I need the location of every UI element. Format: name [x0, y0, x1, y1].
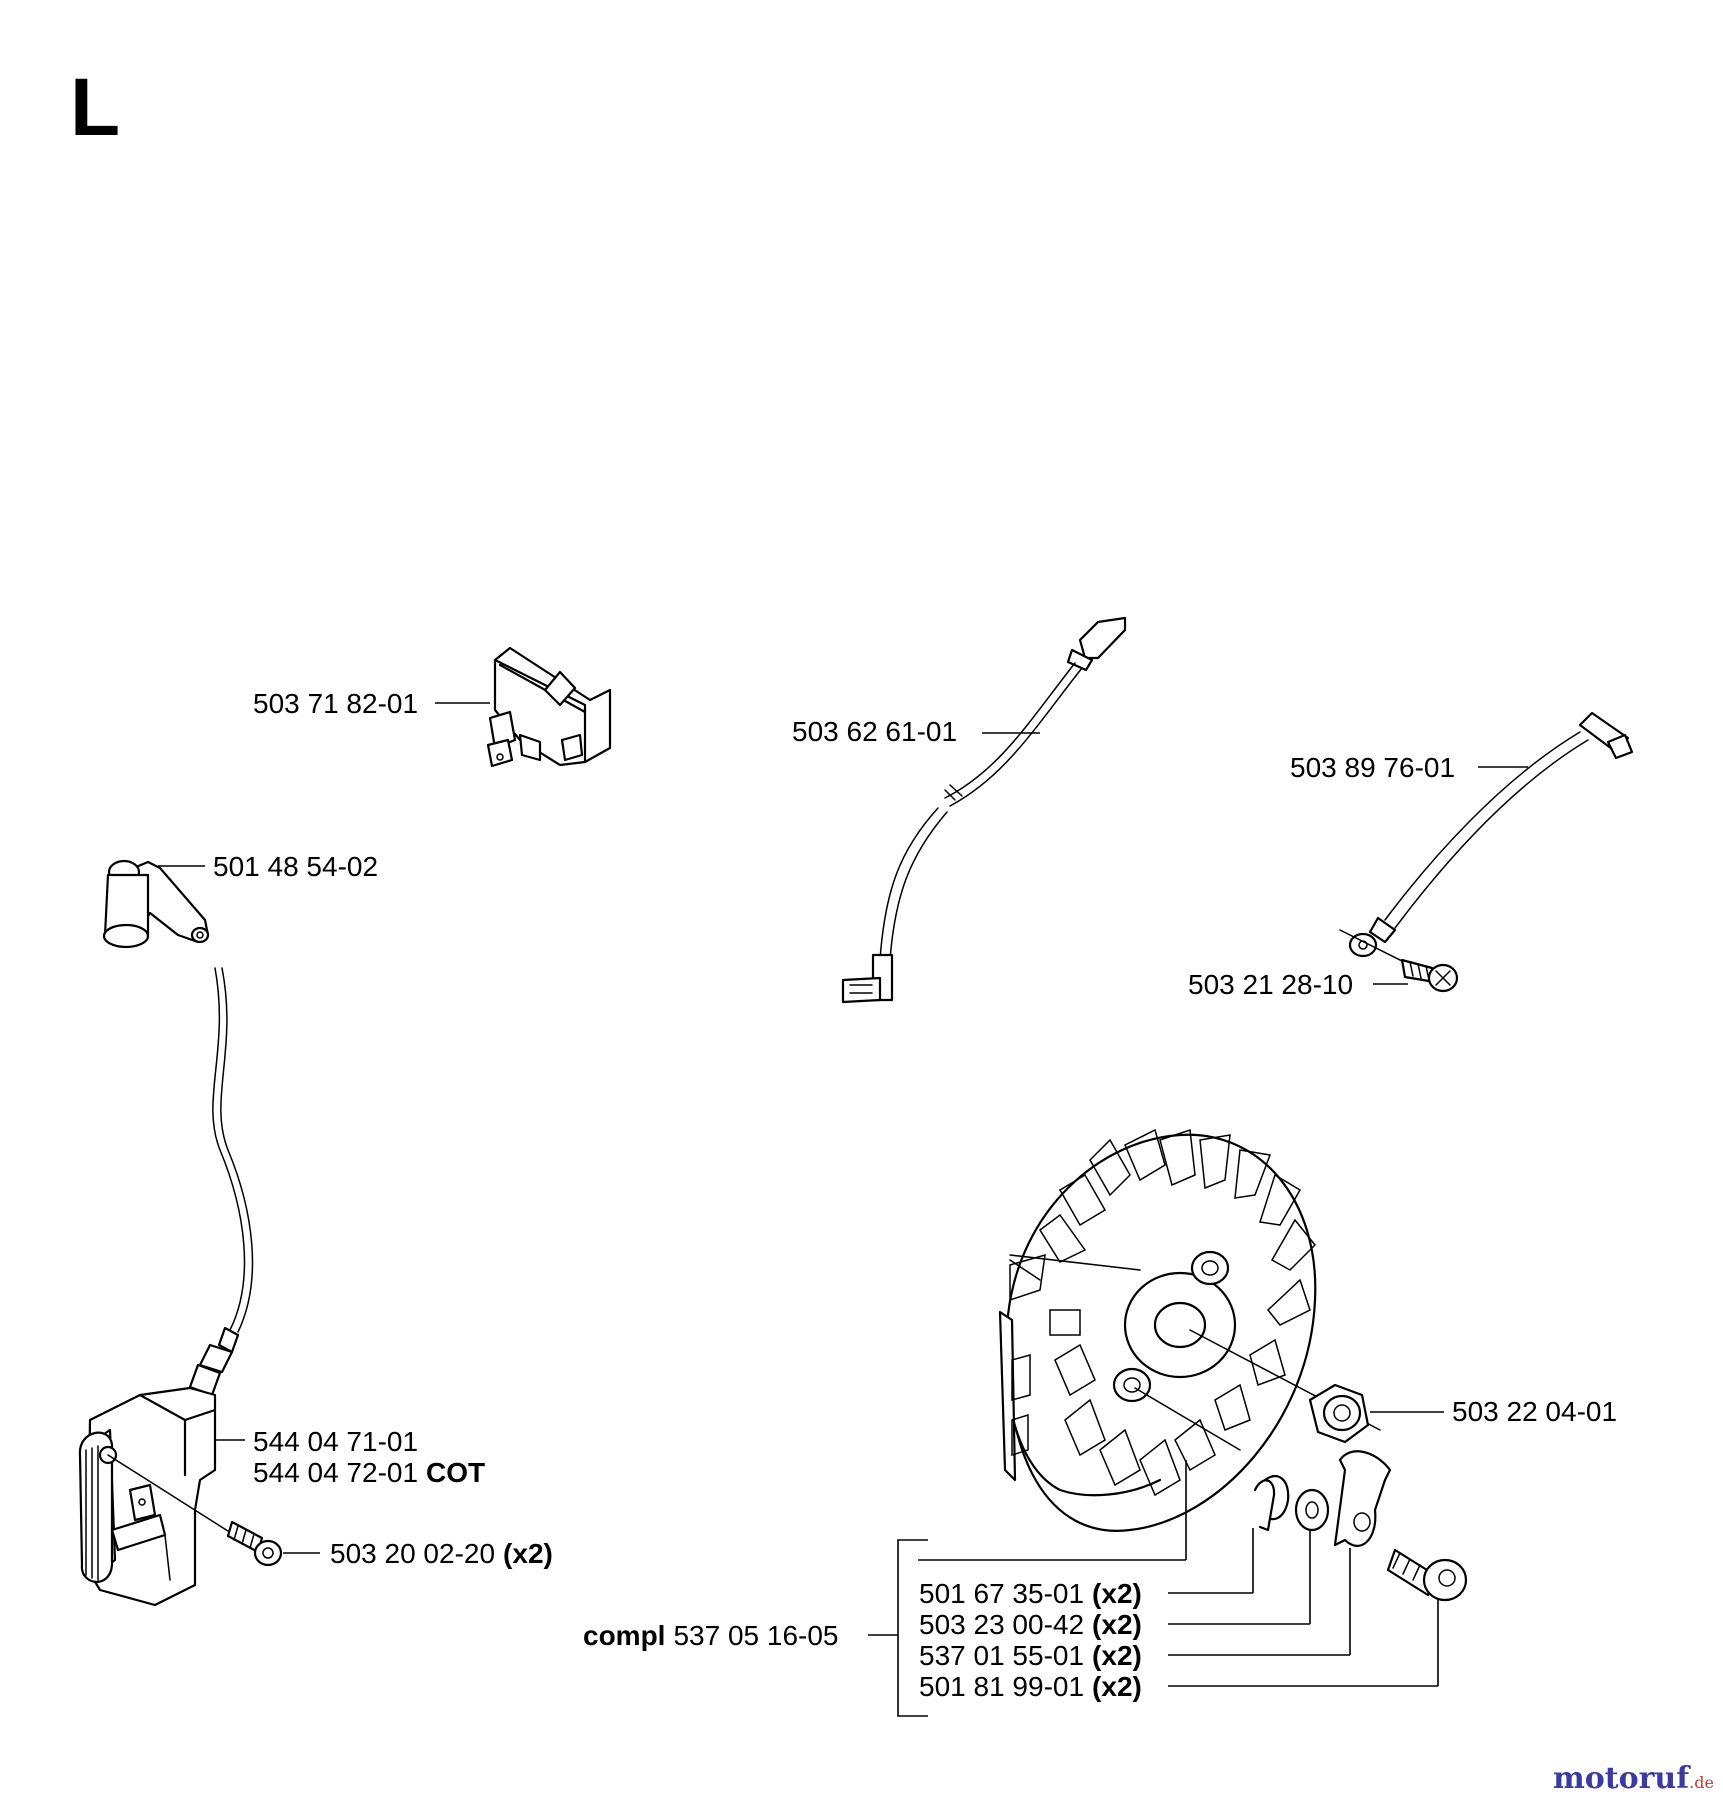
kit-item-2-number: 503 23 00-42 [919, 1609, 1084, 1640]
label-module-alt-suffix: COT [426, 1457, 485, 1488]
watermark: motoruf.de [1553, 1761, 1714, 1796]
kit-item-1-number: 501 67 35-01 [919, 1578, 1084, 1609]
label-wire-short: 503 62 61-01 [792, 716, 957, 747]
long-wire-drawing [1348, 711, 1634, 958]
kit-item-3-qty: (x2) [1092, 1640, 1142, 1671]
kit-item-1: 501 67 35-01 (x2) [919, 1578, 1142, 1609]
flywheel-drawing [998, 1128, 1381, 1532]
kit-item-3-number: 537 01 55-01 [919, 1640, 1084, 1671]
label-module-screw-number: 503 20 02-20 [330, 1538, 495, 1569]
kit-bracket [868, 1460, 1439, 1717]
label-kit: compl 537 05 16-05 [583, 1620, 839, 1651]
kit-item-2: 503 23 00-42 (x2) [919, 1609, 1142, 1640]
label-kit-prefix: compl [583, 1620, 665, 1651]
label-module-screw: 503 20 02-20 (x2) [330, 1538, 553, 1569]
label-module: 544 04 71-01 [253, 1426, 418, 1457]
short-wire-drawing [841, 616, 1127, 1004]
section-letter: L [70, 62, 120, 153]
label-nut: 503 22 04-01 [1452, 1396, 1617, 1427]
ht-lead-drawing [188, 967, 254, 1397]
kit-item-4-number: 501 81 99-01 [919, 1671, 1084, 1702]
watermark-main: motoruf [1553, 1761, 1691, 1796]
ignition-module-drawing [78, 1386, 217, 1607]
flywheel-nut-drawing [1308, 1383, 1370, 1444]
kit-parts-drawing [1253, 1450, 1468, 1602]
label-wire-long: 503 89 76-01 [1290, 752, 1455, 783]
kit-item-2-qty: (x2) [1092, 1609, 1142, 1640]
label-wire-screw: 503 21 28-10 [1188, 969, 1353, 1000]
label-plug-cap: 501 48 54-02 [213, 851, 378, 882]
kit-item-4: 501 81 99-01 (x2) [919, 1671, 1142, 1702]
plug-cap-drawing [102, 859, 210, 949]
label-module-alt-number: 544 04 72-01 [253, 1457, 418, 1488]
watermark-suffix: .de [1689, 1773, 1714, 1792]
kit-item-1-qty: (x2) [1092, 1578, 1142, 1609]
label-kit-number: 537 05 16-05 [673, 1620, 838, 1651]
label-module-alt: 544 04 72-01 COT [253, 1457, 485, 1488]
kit-item-4-qty: (x2) [1092, 1671, 1142, 1702]
wire-screw-drawing [1339, 929, 1459, 993]
kit-item-3: 537 01 55-01 (x2) [919, 1640, 1142, 1671]
stop-switch-drawing [486, 646, 612, 768]
label-module-screw-qty: (x2) [503, 1538, 553, 1569]
label-switch: 503 71 82-01 [253, 688, 418, 719]
module-screw-drawing [107, 1454, 283, 1567]
